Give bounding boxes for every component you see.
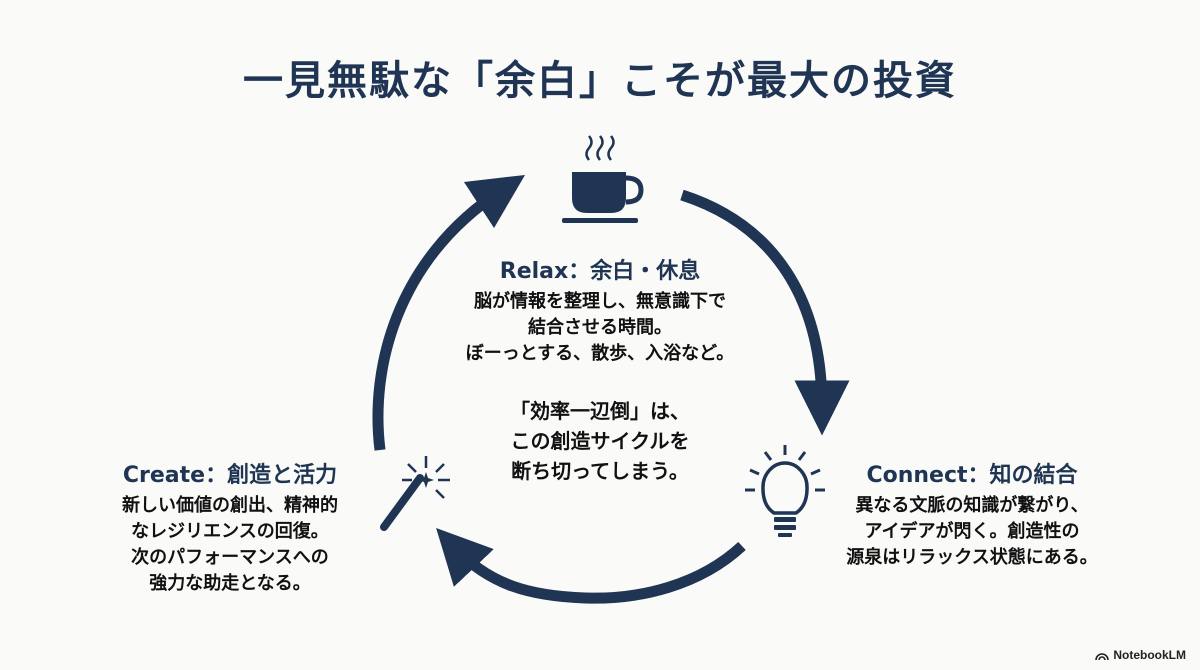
arrow-relax-to-connect bbox=[680, 189, 850, 436]
relax-line: ぼーっとする、散歩、入浴など。 bbox=[465, 343, 735, 364]
relax-block: Relax：余白・休息 脳が情報を整理し、無意識下で 結合させる時間。 ぼーっと… bbox=[420, 253, 780, 367]
center-line: この創造サイクルを bbox=[510, 429, 690, 453]
create-line: 新しい価値の創出、精神的 bbox=[122, 495, 338, 516]
center-line: 「効率一辺倒」は、 bbox=[510, 399, 690, 423]
connect-line: アイデアが閃く。創造性の bbox=[864, 521, 1080, 542]
notebooklm-logo: NotebookLM bbox=[1095, 648, 1186, 662]
create-description: 新しい価値の創出、精神的 なレジリエンスの回復。 次のパフォーマンスへの 強力な… bbox=[90, 493, 370, 597]
lightbulb-icon bbox=[745, 445, 825, 537]
arrow-connect-to-create bbox=[436, 528, 746, 604]
create-line: 次のパフォーマンスへの bbox=[131, 547, 329, 568]
create-line: 強力な助走となる。 bbox=[149, 573, 311, 594]
center-line: 断ち切ってしまう。 bbox=[511, 459, 689, 483]
connect-block: Connect：知の結合 異なる文脈の知識が繋がり、 アイデアが閃く。創造性の … bbox=[822, 457, 1122, 571]
page-title: 一見無駄な「余白」こそが最大の投資 bbox=[243, 58, 957, 104]
magic-wand-icon bbox=[380, 456, 450, 531]
connect-line: 異なる文脈の知識が繋がり、 bbox=[855, 495, 1089, 516]
relax-heading: Relax：余白・休息 bbox=[499, 259, 701, 284]
logo-text: NotebookLM bbox=[1113, 648, 1186, 662]
relax-line: 結合させる時間。 bbox=[528, 317, 672, 338]
relax-description: 脳が情報を整理し、無意識下で 結合させる時間。 ぼーっとする、散歩、入浴など。 bbox=[420, 289, 780, 367]
coffee-cup-icon bbox=[562, 135, 644, 223]
create-heading: Create：創造と活力 bbox=[122, 463, 338, 488]
relax-line: 脳が情報を整理し、無意識下で bbox=[474, 291, 726, 312]
create-line: なレジリエンスの回復。 bbox=[131, 521, 329, 542]
connect-heading: Connect：知の結合 bbox=[866, 463, 1078, 488]
create-block: Create：創造と活力 新しい価値の創出、精神的 なレジリエンスの回復。 次の… bbox=[90, 457, 370, 597]
connect-line: 源泉はリラックス状態にある。 bbox=[846, 547, 1098, 568]
connect-description: 異なる文脈の知識が繋がり、 アイデアが閃く。創造性の 源泉はリラックス状態にある… bbox=[822, 493, 1122, 571]
notebooklm-logo-icon bbox=[1095, 653, 1110, 660]
center-message: 「効率一辺倒」は、 この創造サイクルを 断ち切ってしまう。 bbox=[450, 396, 750, 486]
arrow-create-to-relax bbox=[372, 174, 526, 451]
